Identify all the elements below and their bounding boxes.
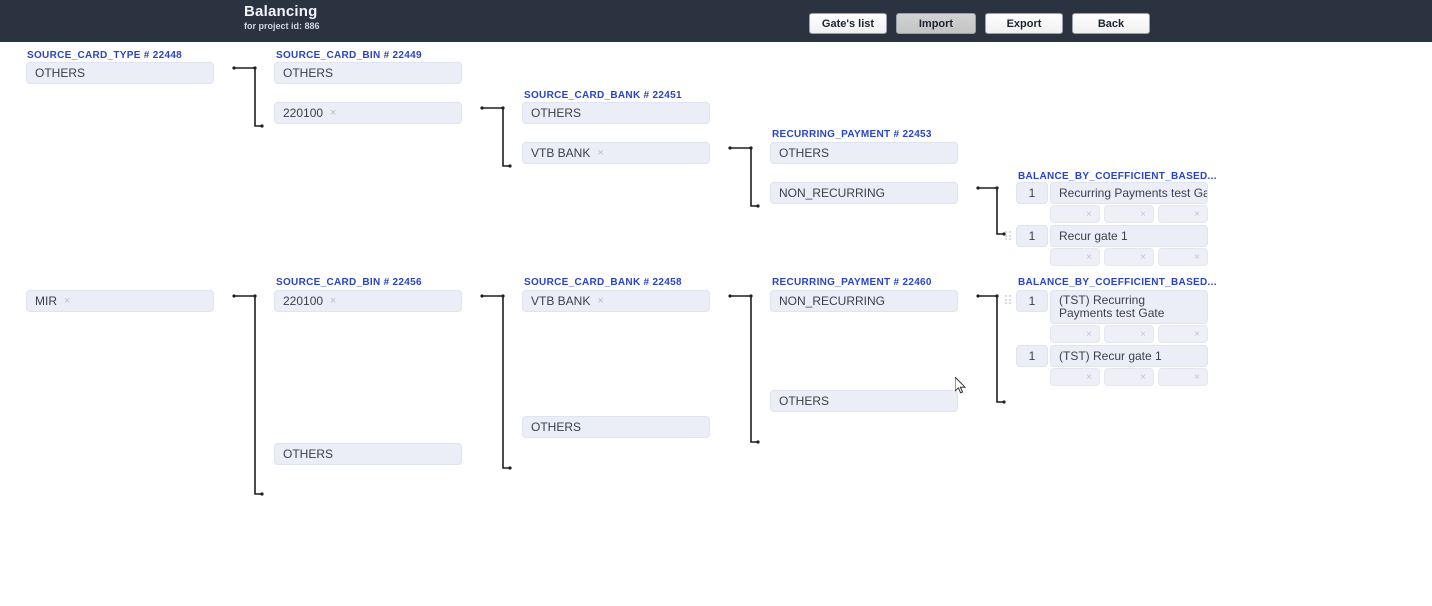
gate-name-label: Recurring Payments test Gate <box>1059 186 1208 200</box>
gate-weight-input[interactable]: 1 <box>1016 345 1048 367</box>
chip-label: NON_RECURRING <box>779 294 886 308</box>
gate-name-label: (TST) Recurring Payments test Gate <box>1059 293 1165 320</box>
gate-name-chip[interactable]: (TST) Recur gate 1 <box>1050 345 1208 367</box>
chip-source-card-bin-others[interactable]: OTHERS <box>274 62 462 84</box>
gate-subchip[interactable]: × <box>1050 368 1100 386</box>
top-button-group: Gate's list Import Export Back <box>809 13 1150 34</box>
column-title-balance-22453: BALANCE_BY_COEFFICIENT_BASED... <box>1018 171 1217 182</box>
column-title-recurring-payment-22460: RECURRING_PAYMENT # 22460 <box>772 277 932 288</box>
project-subtitle: for project id: 886 <box>244 21 320 31</box>
export-button[interactable]: Export <box>985 13 1063 34</box>
chip-remove-icon[interactable]: × <box>597 147 604 159</box>
chip-label: NON_RECURRING <box>779 186 886 200</box>
chip-source-card-type-others[interactable]: OTHERS <box>26 62 214 84</box>
column-title-source-card-type-22448: SOURCE_CARD_TYPE # 22448 <box>27 50 183 61</box>
connector-col1-col2 <box>232 66 264 128</box>
gate-weight-input[interactable]: 1 <box>1016 225 1048 247</box>
column-title-source-card-bin-22456: SOURCE_CARD_BIN # 22456 <box>276 277 422 288</box>
chip-source-card-bank-vtb[interactable]: VTB BANK × <box>522 142 710 164</box>
chip-label: VTB BANK <box>531 146 591 160</box>
drag-handle-icon[interactable] <box>1005 295 1012 306</box>
rule-tree-canvas: SOURCE_CARD_TYPE # 22448 OTHERS SOURCE_C… <box>0 42 1432 606</box>
column-title-recurring-payment-22453: RECURRING_PAYMENT # 22453 <box>772 129 932 140</box>
connector-row2-col2-col3 <box>480 294 512 470</box>
gates-list-button[interactable]: Gate's list <box>809 13 887 34</box>
brand-block: Balancing for project id: 886 <box>244 4 544 32</box>
gate-subchip[interactable]: × <box>1158 248 1208 266</box>
chip-recurring-payment-non-recurring-row2[interactable]: NON_RECURRING <box>770 290 958 312</box>
gate-name-chip[interactable]: Recur gate 1 <box>1050 225 1208 247</box>
chip-label: OTHERS <box>779 146 830 160</box>
chip-label: OTHERS <box>283 447 334 461</box>
gate-subchip[interactable]: × <box>1158 368 1208 386</box>
gate-name-chip[interactable]: Recurring Payments test Gate <box>1050 182 1208 204</box>
import-button[interactable]: Import <box>896 13 976 34</box>
gate-subchip[interactable]: × <box>1104 368 1154 386</box>
chip-remove-icon[interactable]: × <box>330 295 337 307</box>
connector-col4-col5 <box>976 186 1006 236</box>
chip-remove-icon[interactable]: × <box>597 295 604 307</box>
top-bar: Balancing for project id: 886 Gate's lis… <box>0 0 1432 42</box>
connector-col2-col3 <box>480 106 512 168</box>
chip-label: OTHERS <box>531 106 582 120</box>
chip-remove-icon[interactable]: × <box>64 295 71 307</box>
chip-label: OTHERS <box>283 66 334 80</box>
gate-name-chip[interactable]: (TST) Recurring Payments test Gate <box>1050 290 1208 324</box>
gate-name-label: (TST) Recur gate 1 <box>1059 349 1162 363</box>
chip-recurring-payment-others-row2[interactable]: OTHERS <box>770 390 958 412</box>
connector-row2-col1-col2 <box>232 294 264 496</box>
gate-weight-input[interactable]: 1 <box>1016 182 1048 204</box>
gate-subchip[interactable]: × <box>1158 325 1208 343</box>
page-title: Balancing <box>244 3 318 20</box>
connector-col3-col4 <box>728 146 760 208</box>
chip-label: OTHERS <box>779 394 830 408</box>
gate-subchip[interactable]: × <box>1104 205 1154 223</box>
chip-label: 220100 <box>283 294 324 308</box>
column-title-source-card-bank-22458: SOURCE_CARD_BANK # 22458 <box>524 277 682 288</box>
chip-label: OTHERS <box>531 420 582 434</box>
gate-subchip[interactable]: × <box>1050 205 1100 223</box>
chip-label: 220100 <box>283 106 324 120</box>
chip-remove-icon[interactable]: × <box>330 107 337 119</box>
back-button[interactable]: Back <box>1072 13 1150 34</box>
chip-source-card-bank-vtb-row2[interactable]: VTB BANK × <box>522 290 710 312</box>
drag-handle-icon[interactable] <box>1005 231 1012 242</box>
gate-weight-input[interactable]: 1 <box>1016 290 1048 312</box>
connector-row2-col4-col5 <box>976 294 1006 404</box>
chip-source-card-bank-others-row2[interactable]: OTHERS <box>522 416 710 438</box>
gate-subchip[interactable]: × <box>1104 325 1154 343</box>
chip-source-card-bank-others[interactable]: OTHERS <box>522 102 710 124</box>
chip-label: OTHERS <box>35 66 86 80</box>
gate-subchip[interactable]: × <box>1158 205 1208 223</box>
chip-source-card-bin-220100-row2[interactable]: 220100 × <box>274 290 462 312</box>
gate-name-label: Recur gate 1 <box>1059 229 1128 243</box>
chip-recurring-payment-others[interactable]: OTHERS <box>770 142 958 164</box>
connector-row2-col3-col4 <box>728 294 760 444</box>
chip-label: VTB BANK <box>531 294 591 308</box>
chip-source-card-type-mir[interactable]: MIR × <box>26 290 214 312</box>
gate-subchip[interactable]: × <box>1104 248 1154 266</box>
column-title-source-card-bank-22451: SOURCE_CARD_BANK # 22451 <box>524 90 682 101</box>
chip-label: MIR <box>35 294 57 308</box>
chip-source-card-bin-others-row2[interactable]: OTHERS <box>274 443 462 465</box>
column-title-balance-22460: BALANCE_BY_COEFFICIENT_BASED... <box>1018 277 1217 288</box>
chip-recurring-payment-non-recurring[interactable]: NON_RECURRING <box>770 182 958 204</box>
column-title-source-card-bin-22449: SOURCE_CARD_BIN # 22449 <box>276 50 422 61</box>
gate-subchip[interactable]: × <box>1050 248 1100 266</box>
chip-source-card-bin-220100[interactable]: 220100 × <box>274 102 462 124</box>
gate-subchip[interactable]: × <box>1050 325 1100 343</box>
